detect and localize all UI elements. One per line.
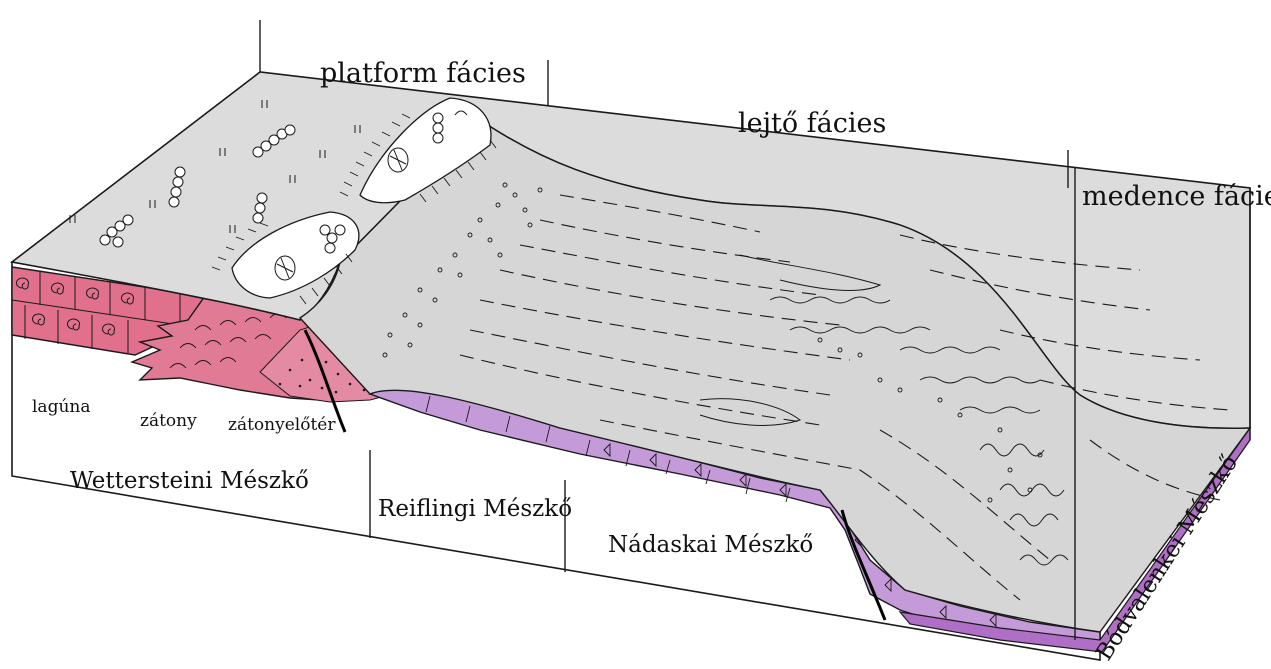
- facies-label-platform: platform fácies: [320, 58, 526, 89]
- environment-label-lagoon: lagúna: [32, 397, 91, 417]
- facies-label-basin: medence fácies: [1082, 181, 1271, 212]
- environment-label-reef: zátony: [140, 411, 197, 431]
- formation-label-reifling: Reiflingi Mészkő: [378, 496, 572, 522]
- formation-label-nadaska: Nádaskai Mészkő: [608, 532, 813, 558]
- facies-label-slope: lejtő fácies: [738, 108, 886, 139]
- formation-label-wetterstein: Wettersteini Mészkő: [70, 468, 309, 494]
- environment-label-forereef: zátonyelőtér: [228, 415, 336, 435]
